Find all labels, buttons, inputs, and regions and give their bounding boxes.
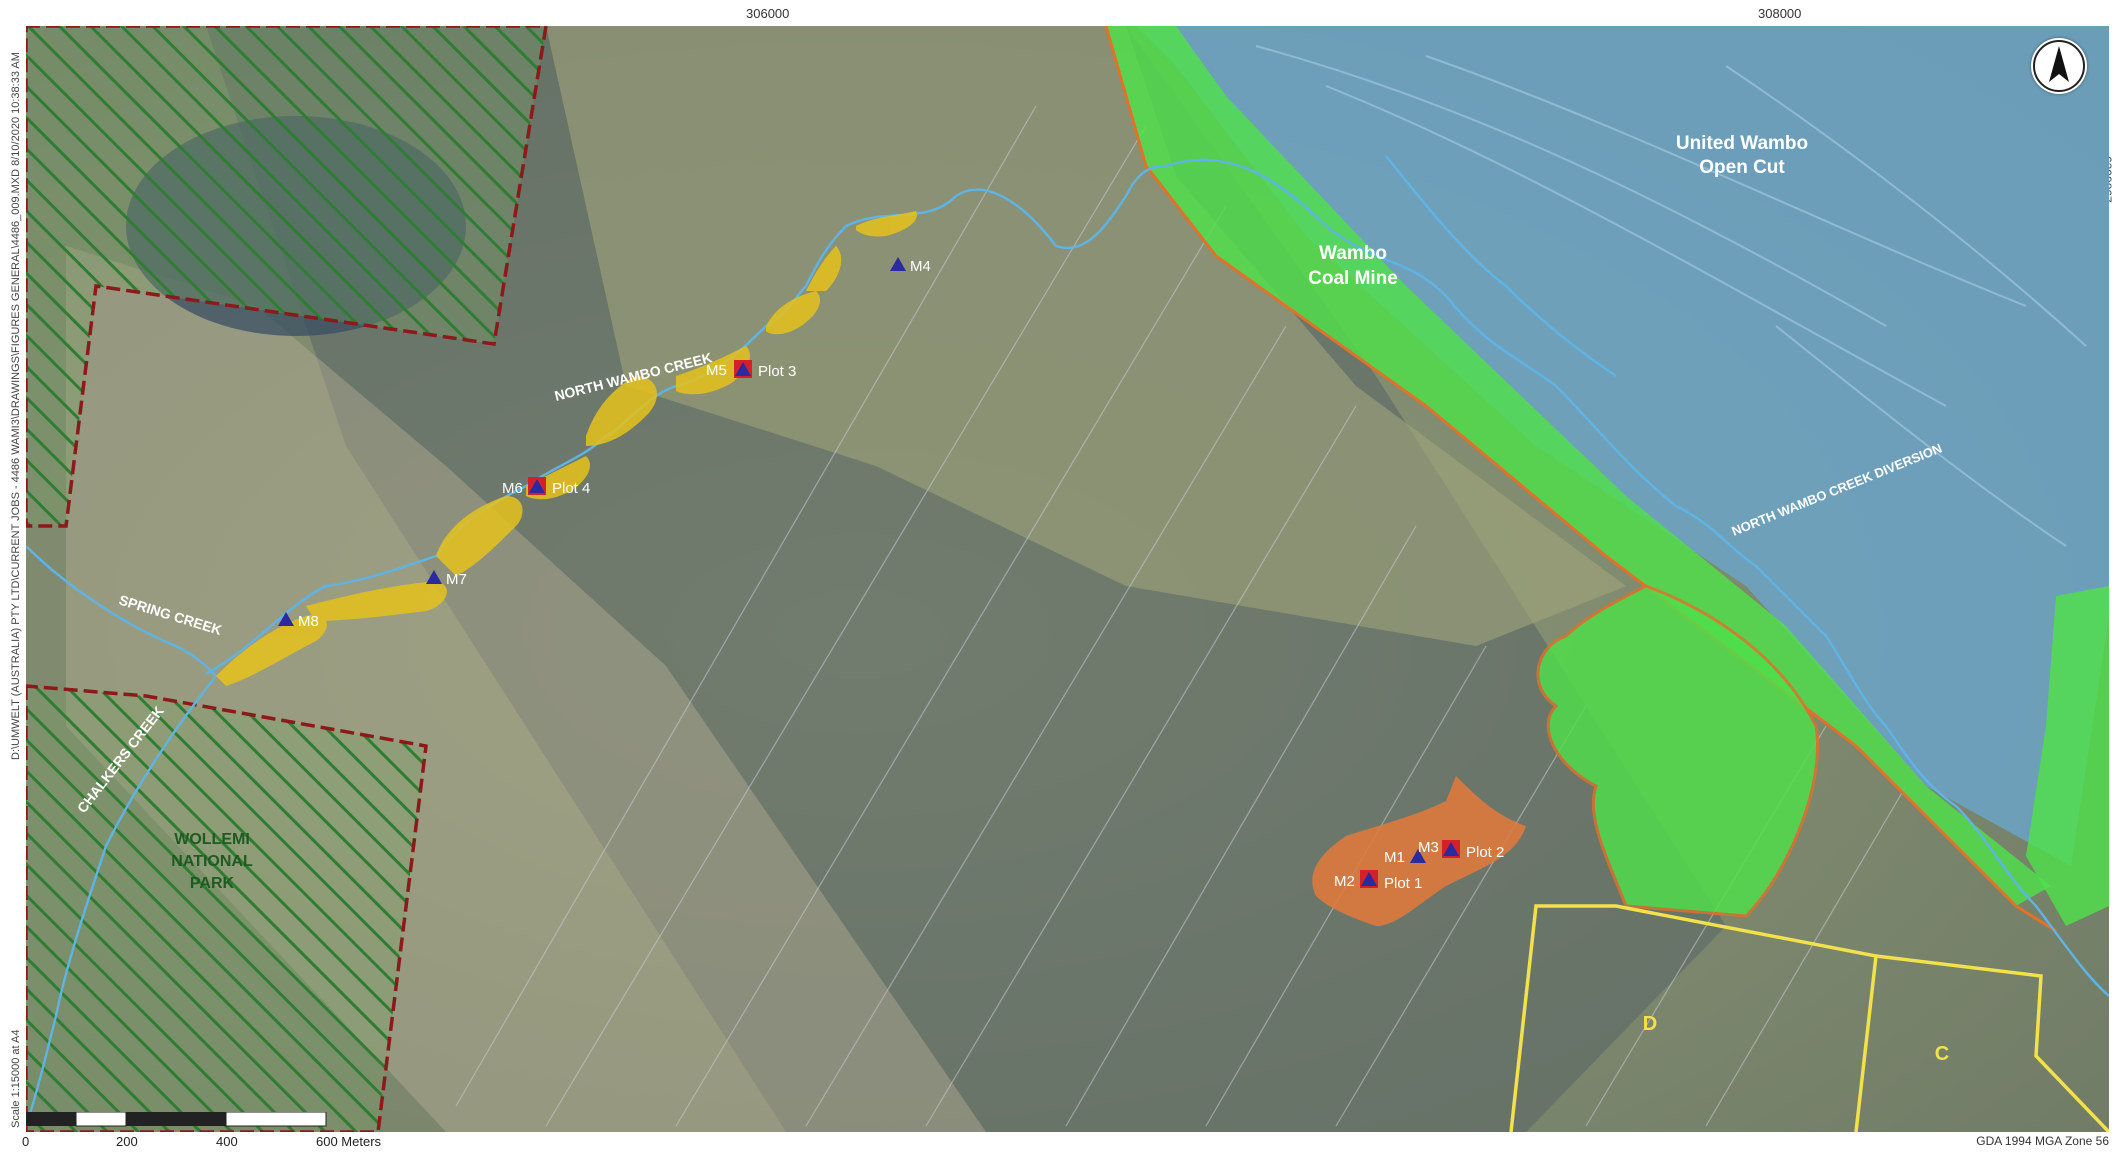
site-label-plot3: Plot 3 xyxy=(758,363,796,380)
map-canvas[interactable]: United Wambo Open Cut Wambo Coal Mine NO… xyxy=(26,26,2109,1132)
north-wambo-creek-diversion xyxy=(1165,158,2109,997)
site-label-m3: M3 xyxy=(1418,839,1439,856)
scale-tick-label: 0 xyxy=(22,1134,30,1149)
scale-tick-label: 400 xyxy=(216,1134,238,1149)
national-park-north xyxy=(26,26,548,528)
scale-tick-label: 200 xyxy=(116,1134,138,1149)
site-label-m1: M1 xyxy=(1384,849,1405,866)
site-label-m6: M6 xyxy=(502,480,523,497)
site-label-plot2: Plot 2 xyxy=(1466,844,1504,861)
triangle-marker[interactable] xyxy=(1443,842,1459,856)
site-label-m7: M7 xyxy=(446,571,467,588)
united-wambo-label: Open Cut xyxy=(1699,157,1785,178)
open-cut-area xyxy=(1136,26,2109,866)
mine-drainage xyxy=(1385,155,1617,377)
triangle-marker[interactable] xyxy=(1361,872,1377,886)
lease-boundaries xyxy=(1509,904,2109,1132)
survey-lines xyxy=(455,105,1907,1127)
triangle-marker[interactable] xyxy=(1410,849,1426,863)
triangle-marker[interactable] xyxy=(529,479,545,493)
wambo-coal-mine-label: Wambo xyxy=(1319,243,1387,264)
scale-tick-label: 600 Meters xyxy=(316,1134,382,1149)
open-cut-benches xyxy=(1255,45,2087,547)
creek-lines xyxy=(26,155,2109,1127)
site-markers[interactable]: M4 M5 Plot 3 M6 Plot 4 M7 M8 M1 xyxy=(278,257,1504,892)
site-label-m5: M5 xyxy=(706,362,727,379)
wollemi-np-label: PARK xyxy=(190,875,235,892)
riparian-vegetation xyxy=(216,211,917,686)
triangle-marker[interactable] xyxy=(426,570,442,584)
site-label-m8: M8 xyxy=(298,613,319,630)
grid-label-top: 306000 xyxy=(746,6,790,21)
area-c-label: C xyxy=(1935,1043,1949,1065)
triangle-marker[interactable] xyxy=(735,362,751,376)
wollemi-np-label: NATIONAL xyxy=(171,853,253,870)
chalkers-creek xyxy=(26,675,217,1127)
triangle-marker[interactable] xyxy=(890,257,906,271)
wambo-coal-mine-label: Coal Mine xyxy=(1308,268,1398,289)
wollemi-np-label: WOLLEMI xyxy=(174,831,250,848)
mine-lease-boundary xyxy=(1104,26,2057,933)
site-label-plot1: Plot 1 xyxy=(1384,875,1422,892)
site-label-plot4: Plot 4 xyxy=(552,480,590,497)
national-park-south xyxy=(26,684,428,1132)
site-label-m2: M2 xyxy=(1334,873,1355,890)
wambo-coal-mine-area xyxy=(1106,26,2051,906)
offset-area-green xyxy=(1536,584,1819,918)
site-label-m4: M4 xyxy=(910,258,931,275)
grid-label-top: 308000 xyxy=(1758,6,1802,21)
north-arrow-icon xyxy=(2031,38,2087,94)
wambo-coal-mine-area-east xyxy=(2026,586,2109,926)
spring-creek xyxy=(26,545,217,677)
area-d-label: D xyxy=(1643,1013,1657,1035)
cleared-land xyxy=(546,26,1626,646)
file-path-text: D:\UMWELT (AUSTRALIA) PTY LTD\CURRENT JO… xyxy=(10,52,22,760)
scale-ratio-text: Scale 1:15000 at A4 xyxy=(10,1029,22,1128)
datum-text: GDA 1994 MGA Zone 56 xyxy=(1976,1134,2109,1148)
north-wambo-creek xyxy=(205,164,1167,676)
triangle-marker[interactable] xyxy=(278,612,294,626)
scale-bar xyxy=(26,1111,356,1133)
united-wambo-label: United Wambo xyxy=(1676,133,1808,154)
